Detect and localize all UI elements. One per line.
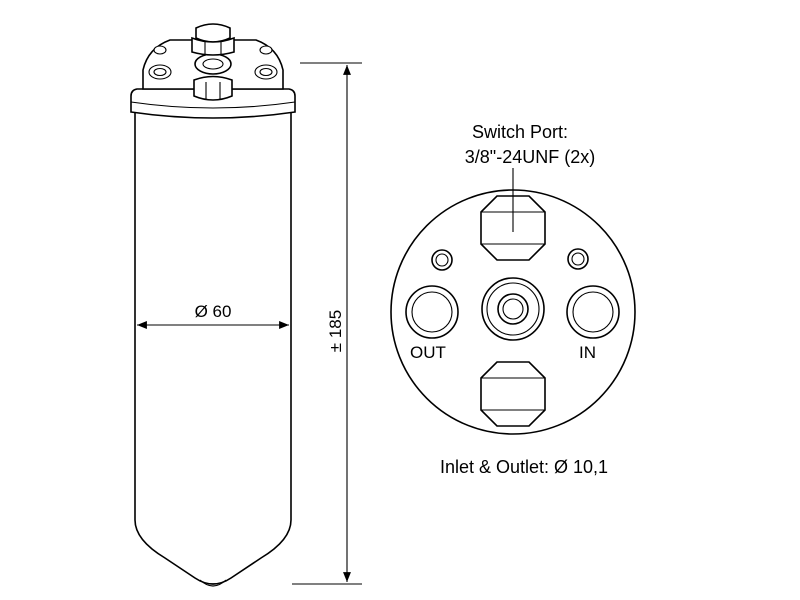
diameter-label: Ø 60 [195,302,232,321]
cap-small-hole-right [259,45,273,55]
in-port-inner [572,291,614,333]
head-collar [130,88,296,119]
small-hole-left-inner [435,253,449,267]
switch-port-label-line2: 3/8"-24UNF (2x) [465,147,595,167]
inlet-outlet-label: Inlet & Outlet: Ø 10,1 [440,457,608,477]
top-hex-nut [195,23,231,43]
drier-side-view [130,23,296,587]
cylinder-bottom-tip [199,579,227,587]
front-hex-nut [193,75,233,101]
out-label: OUT [410,343,446,362]
in-label: IN [579,343,596,362]
diameter-dimension: Ø 60 [137,302,289,329]
cap-small-hole-left [153,45,167,55]
center-port-inner [502,298,524,320]
height-dimension: ± 185 [292,62,362,585]
cap-port-right-inner [259,67,273,77]
cylinder-body [134,112,292,585]
height-label: ± 185 [326,310,345,352]
switch-port-bottom-hex [480,361,546,427]
drier-end-view: OUT IN [390,168,636,435]
top-hex-nut-body [191,36,235,56]
cap-center-port-inner [202,58,224,70]
collar-lower-edge [130,101,296,109]
out-port-inner [411,291,453,333]
small-hole-right-inner [571,252,585,266]
cap-port-left-inner [153,67,167,77]
switch-port-label-line1: Switch Port: [472,122,568,142]
